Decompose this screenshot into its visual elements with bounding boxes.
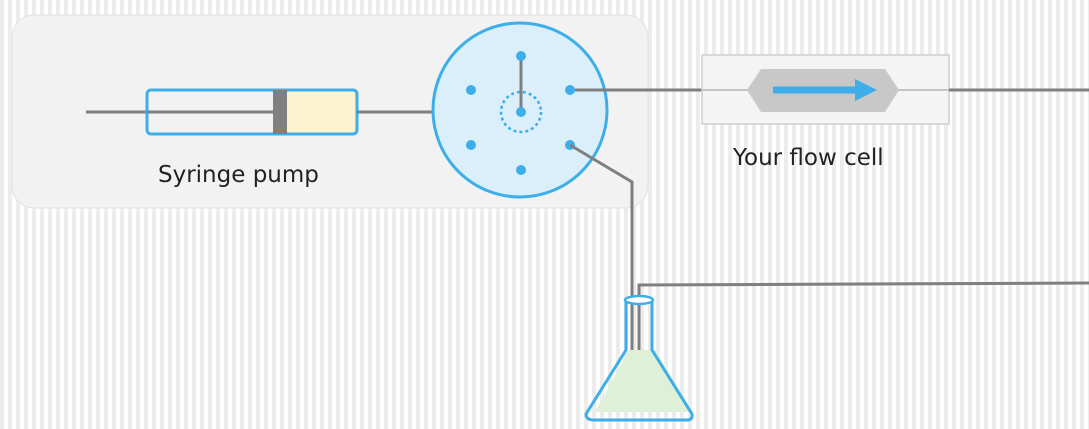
- valve-rotor: [499, 90, 543, 134]
- erlenmeyer-flask-icon: [584, 294, 694, 422]
- valve-port-lower-left: [466, 140, 476, 150]
- valve-port-upper-right: [565, 85, 575, 95]
- flask-outline: [584, 302, 694, 422]
- syringe-pump-label: Syringe pump: [158, 162, 319, 188]
- valve-port-upper-left: [466, 85, 476, 95]
- return-to-flask-tube: [637, 281, 1089, 374]
- flow-direction-arrow-head: [855, 79, 877, 101]
- syringe-icon: [145, 88, 359, 136]
- syringe-plunger-head: [273, 90, 287, 134]
- rotary-valve-icon: [431, 21, 609, 199]
- valve-center-port: [516, 107, 526, 117]
- valve-port-top: [516, 51, 526, 61]
- valve-to-flask-tube: [569, 143, 634, 374]
- flow-cell-icon: [701, 54, 950, 125]
- syringe-fluid: [287, 90, 357, 134]
- flask-rim: [623, 294, 655, 306]
- valve-port-bottom: [516, 165, 526, 175]
- flask-liquid: [595, 350, 689, 412]
- flow-cell-label: Your flow cell: [733, 145, 884, 171]
